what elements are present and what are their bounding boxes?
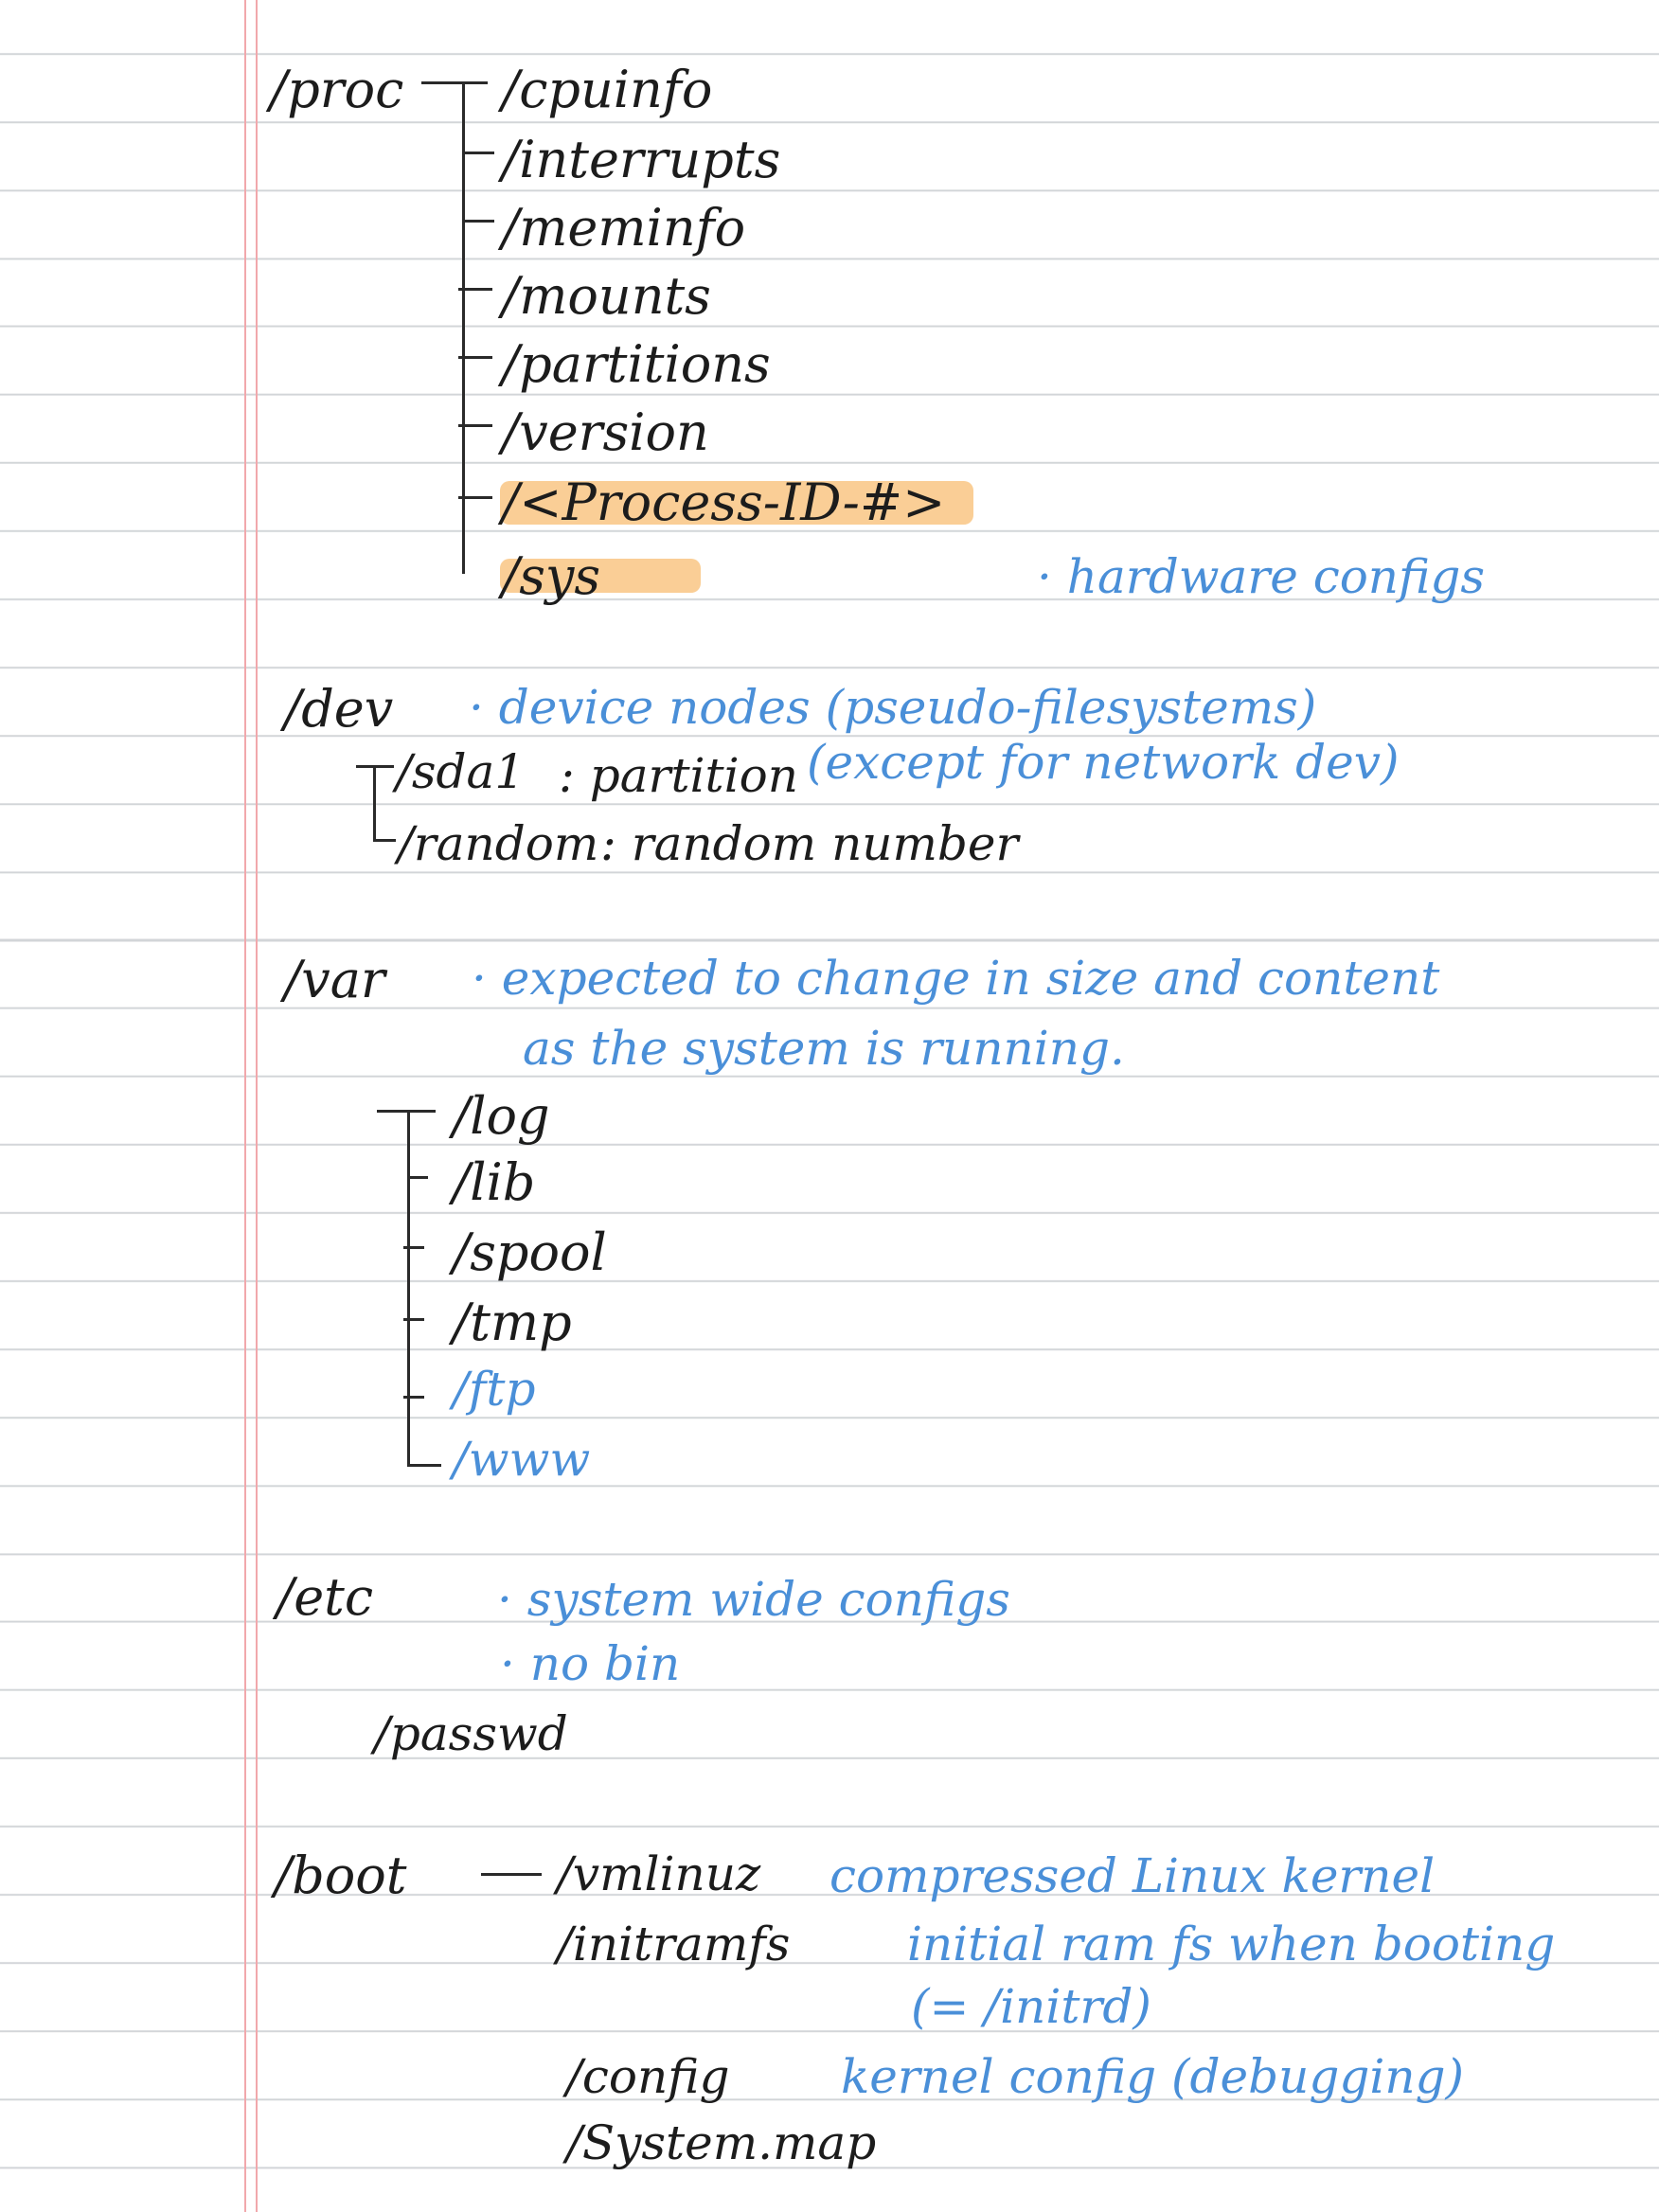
tree-line: [373, 765, 376, 841]
boot-config: /config: [566, 2049, 730, 2104]
margin-line-right: [256, 0, 258, 2212]
proc-child: /interrupts: [502, 130, 781, 189]
dev-note-2: (except for network dev): [807, 735, 1400, 790]
tree-line: [407, 1110, 410, 1466]
tree-line: [458, 496, 492, 499]
etc-note-2: · no bin: [500, 1636, 681, 1691]
proc-child: /partitions: [502, 334, 771, 394]
var-child: /lib: [453, 1152, 536, 1212]
boot-initramfs-desc: initial ram fs when booting: [907, 1917, 1556, 1971]
boot-initramfs-desc-2: (= /initrd): [911, 1979, 1151, 2034]
highlight-sys: [500, 559, 701, 593]
highlight-process-id: [500, 481, 973, 525]
tree-line: [373, 839, 396, 842]
tree-line: [403, 1318, 424, 1321]
tree-line: [462, 152, 494, 154]
var-note: · expected to change in size and content: [472, 951, 1440, 1006]
dev-random: /random: [398, 816, 599, 871]
tree-line: [462, 220, 494, 223]
tree-line: [421, 81, 488, 84]
tree-line: [403, 1246, 424, 1249]
proc-child: /sys: [502, 546, 601, 606]
boot-initramfs: /initramfs: [557, 1917, 791, 1971]
tree-line: [458, 424, 492, 427]
boot-vmlinuz: /vmlinuz: [557, 1846, 761, 1901]
tree-line: [377, 1110, 436, 1113]
var-child: /log: [453, 1086, 550, 1146]
boot-systemmap: /System.map: [566, 2115, 877, 2170]
dev-sda1-desc: : partition: [559, 748, 798, 803]
var-child: /www: [453, 1432, 591, 1487]
proc-child: /cpuinfo: [502, 60, 713, 119]
tree-line: [481, 1873, 542, 1876]
tree-line: [407, 1464, 441, 1467]
etc-note: · system wide configs: [497, 1572, 1010, 1627]
var-child: /spool: [453, 1222, 607, 1282]
etc-root: /etc: [276, 1567, 374, 1627]
dev-sda1: /sda1: [396, 744, 526, 799]
dev-note: · device nodes (pseudo-filesystems): [469, 680, 1317, 735]
tree-line: [458, 356, 492, 359]
proc-child: /<Process-ID-#>: [502, 473, 946, 532]
var-note-2: as the system is running.: [523, 1021, 1125, 1076]
tree-line: [407, 1176, 428, 1179]
etc-passwd: /passwd: [374, 1706, 568, 1761]
dev-random-desc: : random number: [600, 816, 1019, 871]
tree-line: [462, 81, 465, 574]
boot-config-desc: kernel config (debugging): [841, 2049, 1465, 2104]
boot-root: /boot: [275, 1846, 407, 1905]
proc-root: /proc: [270, 60, 404, 119]
proc-child: /version: [502, 402, 709, 462]
var-root: /var: [284, 950, 385, 1009]
var-child: /tmp: [453, 1293, 572, 1352]
tree-line: [458, 288, 492, 291]
tree-line: [403, 1396, 424, 1399]
dev-root: /dev: [284, 679, 394, 739]
margin-line-left: [244, 0, 246, 2212]
var-child: /ftp: [453, 1362, 536, 1417]
proc-child: /mounts: [502, 266, 711, 326]
proc-child: /meminfo: [502, 198, 746, 258]
sys-note: · hardware configs: [1037, 549, 1486, 604]
boot-vmlinuz-desc: compressed Linux kernel: [830, 1848, 1436, 1903]
